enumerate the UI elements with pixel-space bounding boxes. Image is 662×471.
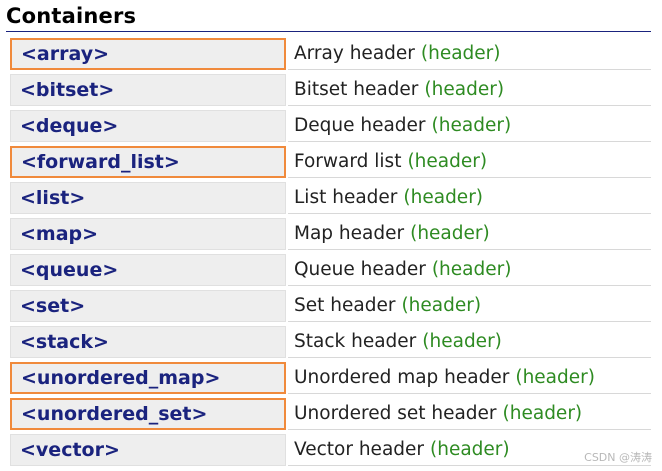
header-link-queue[interactable]: <queue> bbox=[10, 254, 286, 286]
header-link-stack[interactable]: <stack> bbox=[10, 326, 286, 358]
description-text: Bitset header bbox=[294, 79, 419, 100]
description-text: Map header bbox=[294, 223, 405, 244]
header-tag: (header) bbox=[430, 439, 510, 460]
description-text: Array header bbox=[294, 43, 415, 64]
header-tag: (header) bbox=[420, 43, 501, 64]
description-text: Stack header bbox=[294, 331, 417, 352]
table-row: <list> List header(header) bbox=[10, 182, 651, 214]
description-text: Set header bbox=[294, 295, 396, 316]
header-tag: (header) bbox=[515, 367, 595, 388]
description-text: Vector header bbox=[294, 439, 425, 460]
header-description: Queue header(header) bbox=[288, 254, 651, 286]
description-text: Forward list bbox=[294, 151, 402, 172]
table-row: <stack> Stack header(header) bbox=[10, 326, 651, 358]
header-tag: (header) bbox=[502, 403, 583, 424]
table-row: <unordered_map> Unordered map header(hea… bbox=[10, 362, 651, 394]
description-text: Queue header bbox=[294, 259, 426, 280]
header-tag: (header) bbox=[431, 259, 512, 280]
header-tag: (header) bbox=[431, 115, 512, 136]
page-title: Containers bbox=[6, 4, 137, 28]
description-text: Unordered set header bbox=[294, 403, 497, 424]
description-text: Unordered map header bbox=[294, 367, 510, 388]
table-row: <forward_list> Forward list(header) bbox=[10, 146, 651, 178]
table-row: <unordered_set> Unordered set header(hea… bbox=[10, 398, 651, 430]
header-link-forward-list[interactable]: <forward_list> bbox=[10, 146, 286, 178]
header-link-unordered-set[interactable]: <unordered_set> bbox=[10, 398, 286, 430]
header-description: Deque header(header) bbox=[288, 110, 651, 142]
header-description: Bitset header(header) bbox=[288, 74, 651, 106]
header-tag: (header) bbox=[424, 79, 505, 100]
table-row: <set> Set header(header) bbox=[10, 290, 651, 322]
header-description: Set header(header) bbox=[288, 290, 651, 322]
table-row: <bitset> Bitset header(header) bbox=[10, 74, 651, 106]
header-description: Unordered set header(header) bbox=[288, 398, 651, 430]
header-description: Unordered map header(header) bbox=[288, 362, 651, 394]
header-description: Map header(header) bbox=[288, 218, 651, 250]
header-description: Forward list(header) bbox=[288, 146, 651, 178]
header-tag: (header) bbox=[410, 223, 490, 244]
header-tag: (header) bbox=[422, 331, 502, 352]
header-tag: (header) bbox=[401, 295, 482, 316]
watermark: CSDN @涛涛 bbox=[584, 451, 652, 464]
header-description: Vector header(header) bbox=[288, 434, 651, 466]
description-text: List header bbox=[294, 187, 398, 208]
header-description: Array header(header) bbox=[288, 38, 651, 70]
header-link-vector[interactable]: <vector> bbox=[10, 434, 286, 466]
table-row: <queue> Queue header(header) bbox=[10, 254, 651, 286]
header-link-array[interactable]: <array> bbox=[10, 38, 286, 70]
header-link-unordered-map[interactable]: <unordered_map> bbox=[10, 362, 286, 394]
header-tag: (header) bbox=[403, 187, 484, 208]
header-link-set[interactable]: <set> bbox=[10, 290, 286, 322]
table-row: <map> Map header(header) bbox=[10, 218, 651, 250]
header-link-deque[interactable]: <deque> bbox=[10, 110, 286, 142]
table-row: <array> Array header(header) bbox=[10, 38, 651, 70]
header-tag: (header) bbox=[407, 151, 488, 172]
header-link-bitset[interactable]: <bitset> bbox=[10, 74, 286, 106]
table-row: <vector> Vector header(header) bbox=[10, 434, 651, 466]
title-divider bbox=[6, 31, 651, 32]
header-link-list[interactable]: <list> bbox=[10, 182, 286, 214]
header-description: Stack header(header) bbox=[288, 326, 651, 358]
description-text: Deque header bbox=[294, 115, 426, 136]
containers-table: <array> Array header(header) <bitset> Bi… bbox=[10, 38, 651, 470]
header-description: List header(header) bbox=[288, 182, 651, 214]
table-row: <deque> Deque header(header) bbox=[10, 110, 651, 142]
header-link-map[interactable]: <map> bbox=[10, 218, 286, 250]
